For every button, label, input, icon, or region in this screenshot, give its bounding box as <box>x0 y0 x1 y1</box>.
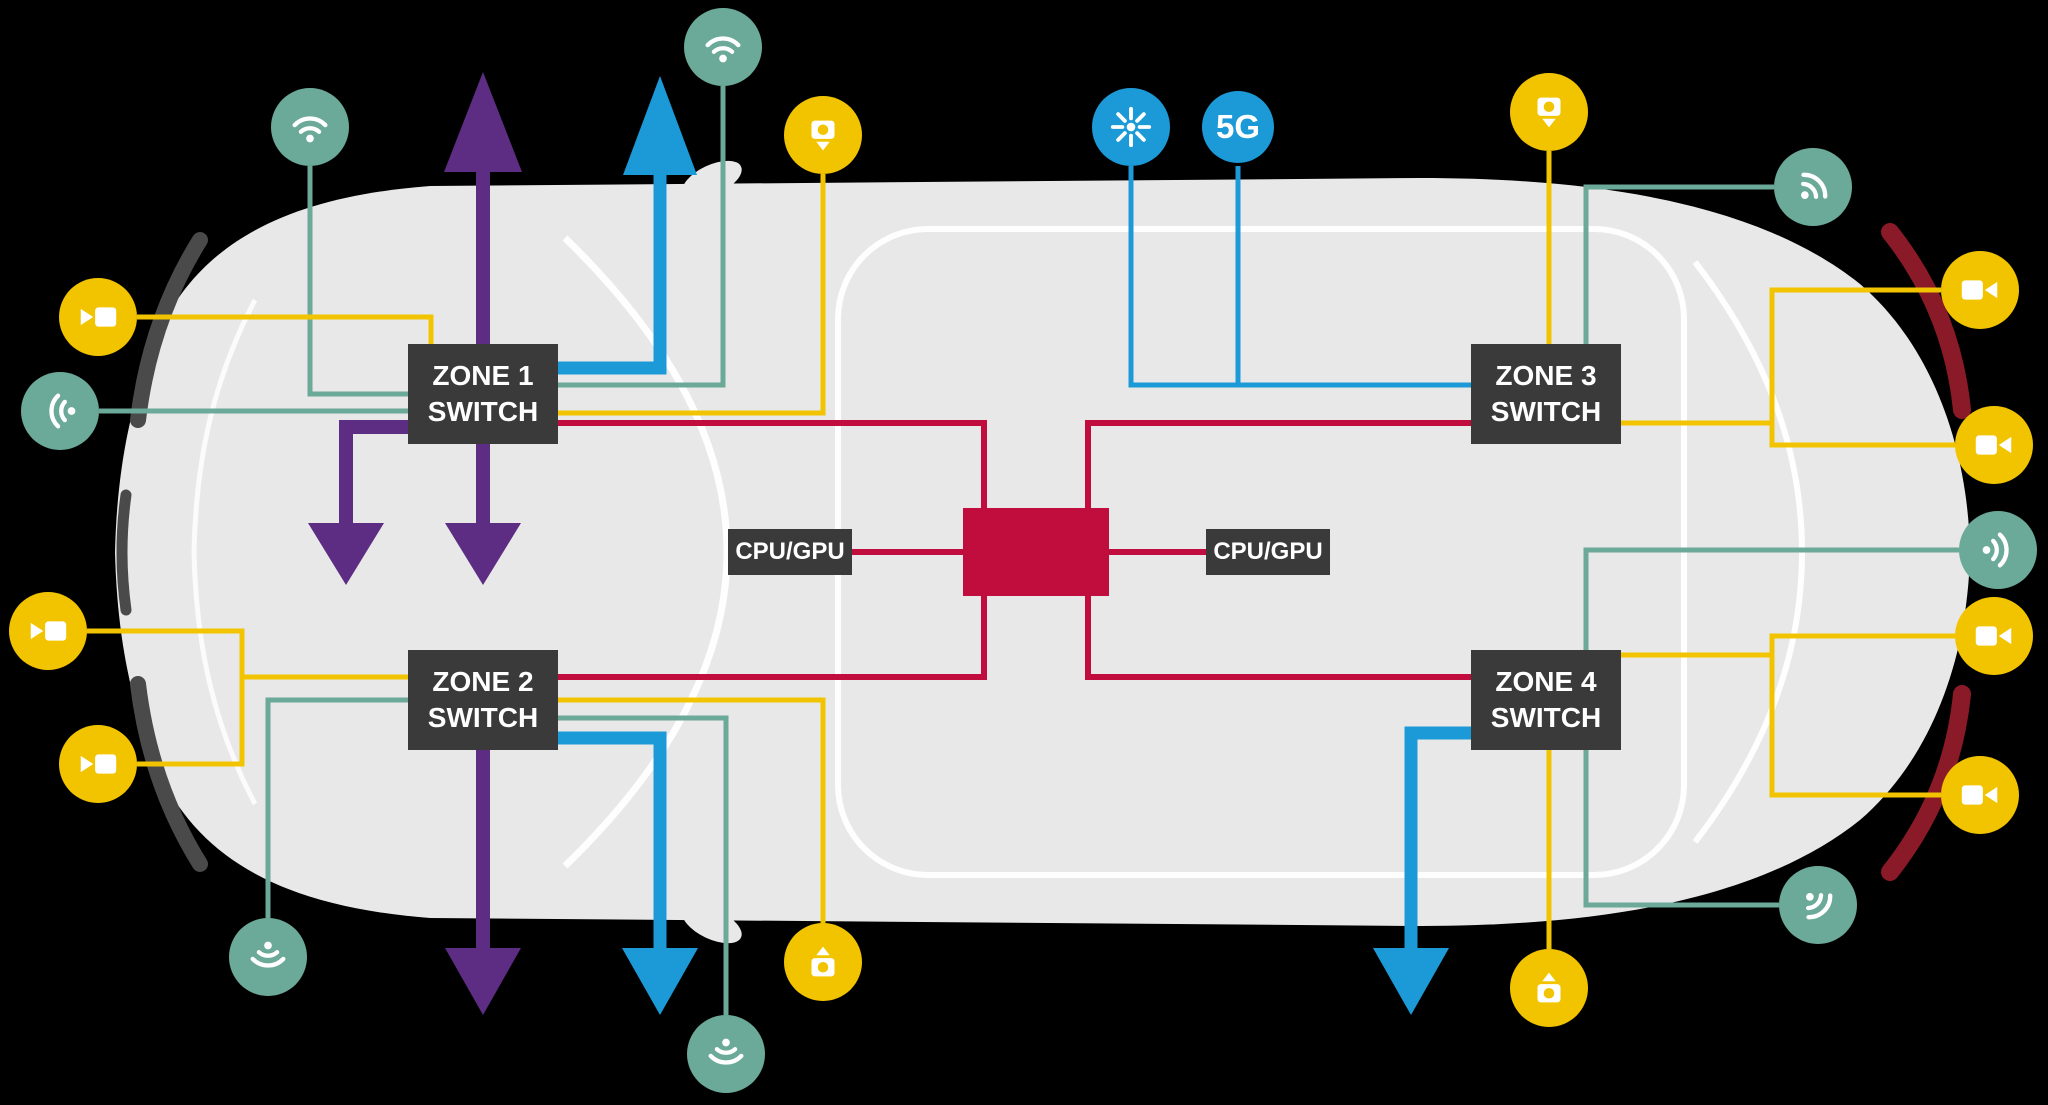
zone4-arrow-blue-shaft-link <box>1404 726 1471 952</box>
down-arrow-blue-zone4-icon <box>1373 948 1449 1015</box>
down-arrow-blue-zone2-icon <box>622 948 698 1015</box>
cpu-gpu-left-label: CPU/GPU <box>735 538 845 565</box>
sound-right-to-zone4-link <box>1583 547 1959 650</box>
wifi-windshield-to-zone1-link <box>558 86 726 388</box>
taillight-bottom <box>1881 685 1971 881</box>
video-right-top-bracket-link <box>1769 287 1955 448</box>
zone2-switch: ZONE 2 SWITCH <box>408 650 558 750</box>
camera-bottom-to-zone2-link <box>558 697 826 923</box>
zone1-switch-label: ZONE 1 <box>432 360 534 392</box>
down-arrow-purple-left-icon <box>308 523 384 585</box>
zone3-to-central-link <box>1085 420 1471 508</box>
video-right-bottom-bracket-link <box>1769 633 1955 798</box>
zone2-switch-label: SWITCH <box>427 702 539 733</box>
cpu-gpu-left: CPU/GPU <box>728 529 852 575</box>
zone2-switch-label: ZONE 2 <box>432 666 534 698</box>
camera-front-left-to-zone1-link <box>137 314 434 344</box>
zone1-to-central-link <box>558 420 987 508</box>
cpu-gpu-right: CPU/GPU <box>1206 529 1330 575</box>
hood-line <box>191 298 258 806</box>
down-arrow-purple-zone2-icon <box>445 948 521 1015</box>
up-arrow-blue-icon <box>623 76 697 175</box>
zone2-to-central-link <box>558 596 987 680</box>
lidar-to-zone3-link <box>1128 166 1471 388</box>
zone4-switch: ZONE 4 SWITCH <box>1471 650 1621 750</box>
ultrasonic-bottom-left-to-zone2-link <box>265 697 408 918</box>
ultrasonic-bottom-mid-to-zone2-link <box>558 715 729 1015</box>
zone2-arrow-blue-shaft-link <box>558 731 667 952</box>
zone3-switch: ZONE 3 SWITCH <box>1471 344 1621 444</box>
zone4-to-central-link <box>1085 596 1471 680</box>
zone3-switch-label: SWITCH <box>1490 396 1602 427</box>
grille-line <box>116 489 132 616</box>
windshield-line <box>562 235 731 869</box>
cpu-gpu-right-label: CPU/GPU <box>1213 538 1323 565</box>
camera-left-bracket-link <box>87 628 245 767</box>
taillight-top <box>1881 223 1971 419</box>
camera-top-to-zone1-link <box>558 174 826 416</box>
zone1-switch: ZONE 1 SWITCH <box>408 344 558 444</box>
down-arrow-purple-mid-icon <box>445 523 521 585</box>
zone4-switch-label: SWITCH <box>1490 702 1602 733</box>
zone1-arrow-left-shaft-link <box>339 420 408 527</box>
central-compute-unit <box>963 508 1109 596</box>
arrow-shaft-top-blue-link <box>558 175 667 375</box>
radar-bottom-right-to-zone4-link <box>1583 750 1779 908</box>
wifi-front-left-to-zone1-link <box>307 166 408 397</box>
up-arrow-purple-icon <box>444 72 522 172</box>
zone3-switch-label: ZONE 3 <box>1495 360 1597 392</box>
radar-top-right-to-zone3-link <box>1583 184 1774 344</box>
zone4-switch-label: ZONE 4 <box>1495 666 1597 698</box>
headlight-trim-bottom <box>130 676 208 872</box>
zone1-switch-label: SWITCH <box>427 396 539 427</box>
headlight-trim-top <box>130 232 208 428</box>
